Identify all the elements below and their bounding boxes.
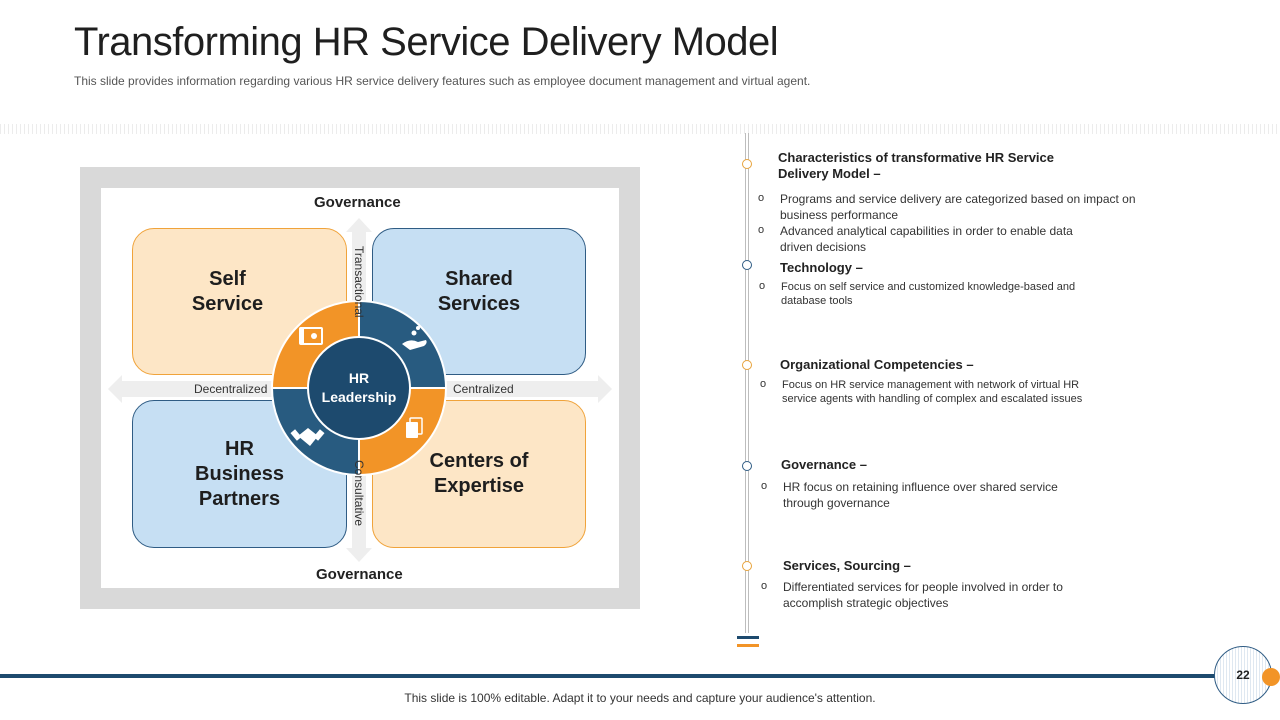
timeline-dot: [742, 260, 752, 270]
dotted-divider: [0, 124, 1280, 134]
footer-divider: [0, 674, 1222, 678]
timeline-dot: [742, 360, 752, 370]
hub-hr-leadership: HR Leadership: [307, 336, 411, 440]
quadrant-self-service-label: Self Service: [191, 267, 264, 315]
timeline-dot: [742, 159, 752, 169]
timeline-dot: [742, 461, 752, 471]
governance-top-label: Governance: [314, 194, 401, 211]
timeline-dot: [742, 561, 752, 571]
section-heading-organizational-competencies: Organizational Competencies –: [780, 357, 974, 372]
axis-top-label: Transactional: [352, 246, 366, 318]
documents-icon: [406, 417, 423, 438]
page-number-accent-dot: [1262, 668, 1280, 686]
axis-left-label: Decentralized: [194, 382, 268, 396]
handshake-icon: [290, 428, 325, 446]
section-heading-services-sourcing: Services, Sourcing –: [783, 558, 911, 573]
axis-bottom-label: Consultative: [352, 460, 366, 527]
footer-text: This slide is 100% editable. Adapt it to…: [404, 691, 876, 705]
section-heading-technology: Technology –: [780, 260, 863, 275]
page-subtitle: This slide provides information regardin…: [74, 74, 811, 88]
governance-bottom-label: Governance: [316, 566, 403, 583]
page-title: Transforming HR Service Delivery Model: [74, 20, 779, 64]
axis-right-label: Centralized: [453, 382, 514, 396]
section-heading-characteristics: Characteristics of transformative HR Ser…: [778, 150, 1055, 181]
timeline-end-mark: [737, 636, 759, 639]
timeline-line: [745, 133, 749, 633]
section-heading-governance: Governance –: [781, 457, 867, 472]
timeline-end-mark-accent: [737, 644, 759, 647]
certificate-icon: [299, 327, 323, 345]
hand-service-icon: [402, 326, 427, 350]
quadrant-shared-services-label: Shared Services: [437, 267, 521, 315]
quadrant-centers-of-expertise-label: Centers of Expertise: [429, 450, 529, 497]
quadrant-hr-business-partners-label: HR Business Partners: [195, 437, 284, 510]
